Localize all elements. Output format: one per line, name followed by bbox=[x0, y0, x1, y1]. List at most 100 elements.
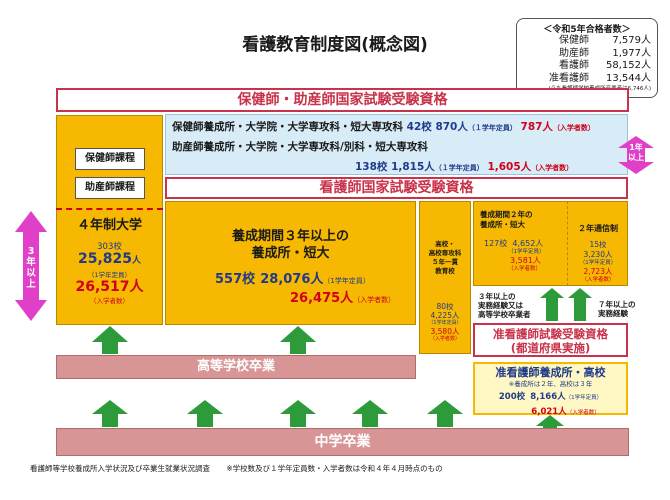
three-years-arrow-icon bbox=[15, 211, 47, 321]
arrow-up-icon bbox=[427, 400, 463, 427]
four-year-university-box bbox=[56, 115, 163, 325]
hs5-label: 高校・ 高校専攻科 ５年一貫 教育校 bbox=[428, 240, 462, 275]
three-year-schools: 557校 bbox=[215, 272, 256, 287]
hs5-stats: 80校 4,225人 （1学年定員） 3,580人 （入学者数） bbox=[419, 302, 471, 343]
univ-capacity-line: 25,825人 bbox=[77, 251, 142, 267]
five-year-high-school-box bbox=[419, 201, 471, 354]
arrow-up-icon bbox=[540, 288, 564, 321]
junior-high-graduation-bar: 中学卒業 bbox=[56, 428, 629, 456]
arrow-up-icon bbox=[92, 400, 128, 427]
footer-source: 看護師等学校養成所入学状況及び卒業生就業状況調査 bbox=[30, 464, 210, 473]
two-year-capacity: 4,652人 bbox=[512, 239, 544, 248]
phn-capacity: 870人 bbox=[435, 121, 468, 133]
univ-capacity: 25,825 bbox=[77, 251, 132, 267]
nurse-exam-banner: 看護師国家試験受験資格 bbox=[165, 177, 628, 199]
prac-school-enrolled-line: 6,021人（入学者数） bbox=[475, 404, 626, 418]
hs5-capacity: 4,225人 bbox=[430, 311, 460, 320]
correspondence-capacity: 3,230人 bbox=[583, 250, 613, 259]
experience7-note: ７年以上の 実務経験 bbox=[598, 300, 636, 318]
three-year-school-capacity-line: 557校 28,076人（1学年定員） bbox=[215, 268, 370, 287]
midwife-program-stats: 138校 1,815人（１学年定員） 1,605人（入学者数） bbox=[355, 159, 573, 174]
correspondence-enrolled-note: （入学者数） bbox=[581, 277, 615, 283]
midwife-capacity: 1,815人 bbox=[391, 161, 435, 173]
midwife-course-box: 助産師課程 bbox=[75, 177, 145, 199]
practical-nurse-school-box: 准看護師養成所・高校 ※養成所は２年、高校は３年 200校 8,166人（1学年… bbox=[473, 362, 628, 418]
univ-enrolled-note: （入学者数） bbox=[90, 297, 129, 305]
three-year-school-label: 養成期間３年以上の 養成所・短大 bbox=[231, 229, 349, 261]
two-year-school-box bbox=[473, 201, 628, 286]
two-year-divider bbox=[567, 201, 568, 286]
arrow-up-icon bbox=[352, 400, 388, 427]
phn-enrolled: 787人 bbox=[520, 121, 553, 133]
two-year-enrolled: 3,581人 bbox=[510, 256, 541, 265]
two-year-stats: 127校 4,652人 （1学年定員） 3,581人 （入学者数） bbox=[484, 236, 569, 273]
phn-capacity-note: （１学年定員） bbox=[467, 124, 517, 132]
three-year-school-enrolled-line: 26,475人（入学者数） bbox=[290, 287, 395, 306]
three-year-capacity: 28,076人 bbox=[260, 272, 324, 287]
footer: 看護師等学校養成所入学状況及び卒業生就業状況調査 ※学校数及び１学年定員数・入学… bbox=[30, 463, 443, 474]
arrow-up-icon bbox=[92, 326, 128, 354]
experience3-note: ３年以上の 実務経験又は 高等学校卒業者 bbox=[478, 292, 531, 319]
arrow-up-icon bbox=[280, 400, 316, 427]
hs5-capacity-note: （1学年定員） bbox=[428, 320, 462, 326]
phn-program-line: 保健師養成所・大学院・大学専攻科・短大専攻科 42校 870人（１学年定員） 7… bbox=[172, 119, 595, 134]
three-year-school-box bbox=[165, 201, 416, 325]
midwife-program-label: 助産師養成所・大学院・大学専攻科/別科・短大専攻科 bbox=[172, 141, 428, 153]
correspondence-label: ２年通信制 bbox=[578, 224, 618, 233]
univ-stats: ４年制大学 303校 25,825人 （1学年定員） 26,517人 （入学者数… bbox=[56, 214, 163, 305]
prac-school-capacity-note: （1学年定員） bbox=[565, 395, 603, 401]
hs5-schools: 80校 bbox=[436, 302, 454, 311]
arrow-up-icon bbox=[187, 400, 223, 427]
prac-school-capacity: 8,166人 bbox=[530, 392, 566, 402]
one-year-arrow-icon bbox=[618, 136, 654, 174]
passers-heading: ＜令和5年合格者数＞ bbox=[543, 25, 631, 35]
three-year-capacity-note: （1学年定員） bbox=[323, 277, 370, 285]
phn-schools: 42校 bbox=[406, 121, 432, 133]
correspondence-enrolled: 2,723人 bbox=[583, 267, 613, 276]
midwife-enrolled: 1,605人 bbox=[487, 161, 532, 173]
prac-school-note: ※養成所は２年、高校は３年 bbox=[508, 380, 593, 388]
three-years-label: 3 年 以 上 bbox=[26, 246, 36, 290]
high-school-graduation-bar: 高等学校卒業 bbox=[56, 355, 416, 379]
arrow-up-icon bbox=[280, 326, 316, 354]
hs5-enrolled: 3,580人 bbox=[430, 327, 460, 336]
midwife-enrolled-note: （入学者数） bbox=[531, 164, 574, 172]
arrow-up-icon bbox=[568, 288, 592, 321]
univ-schools: 303校 bbox=[97, 242, 122, 252]
prac-school-capacity-line: 200校 8,166人（1学年定員） bbox=[475, 388, 626, 404]
correspondence-capacity-note: （1学年定員） bbox=[579, 260, 617, 266]
univ-label: ４年制大学 bbox=[76, 218, 142, 233]
phn-midwife-exam-banner: 保健師・助産師国家試験受験資格 bbox=[56, 88, 629, 112]
correspondence-stats: ２年通信制 15校 3,230人 （1学年定員） 2,723人 （入学者数） bbox=[568, 224, 628, 284]
two-year-schools: 127校 bbox=[484, 239, 508, 248]
phn-label: 保健師養成所・大学院・大学専攻科・短大専攻科 bbox=[172, 121, 403, 133]
midwife-capacity-note: （１学年定員） bbox=[434, 164, 484, 172]
univ-capacity-note: （1学年定員） bbox=[87, 271, 132, 279]
page-title: 看護教育制度図(概念図) bbox=[242, 35, 428, 55]
prac-school-label: 准看護師養成所・高校 bbox=[495, 366, 606, 379]
three-year-enrolled-note: （入学者数） bbox=[353, 296, 396, 304]
phn-enrolled-note: （入学者数） bbox=[552, 124, 595, 132]
midwife-schools: 138校 bbox=[355, 161, 388, 173]
practical-nurse-exam-box: 准看護師試験受験資格 (都道府県実施) bbox=[473, 323, 628, 357]
three-year-enrolled: 26,475人 bbox=[290, 291, 354, 306]
footer-note: ※学校数及び１学年定員数・入学者数は令和４年４月時点のもの bbox=[226, 464, 443, 473]
prac-school-enrolled-note: （入学者数） bbox=[566, 410, 600, 416]
two-year-capacity-note: （1学年定員） bbox=[508, 249, 545, 255]
two-year-label: 養成期間２年の 養成所・短大 bbox=[480, 210, 533, 229]
prac-school-enrolled: 6,021人 bbox=[531, 407, 567, 417]
correspondence-schools: 15校 bbox=[589, 240, 607, 249]
two-year-enrolled-note: （入学者数） bbox=[508, 266, 542, 272]
hs5-enrolled-note: （入学者数） bbox=[429, 336, 460, 342]
one-year-label: 1年 以上 bbox=[628, 143, 644, 162]
univ-enrolled: 26,517人 bbox=[75, 279, 144, 295]
univ-divider bbox=[56, 208, 163, 210]
phn-course-box: 保健師課程 bbox=[75, 148, 145, 170]
prac-school-schools: 200校 bbox=[498, 392, 526, 402]
graduate-programs-panel bbox=[165, 114, 628, 175]
